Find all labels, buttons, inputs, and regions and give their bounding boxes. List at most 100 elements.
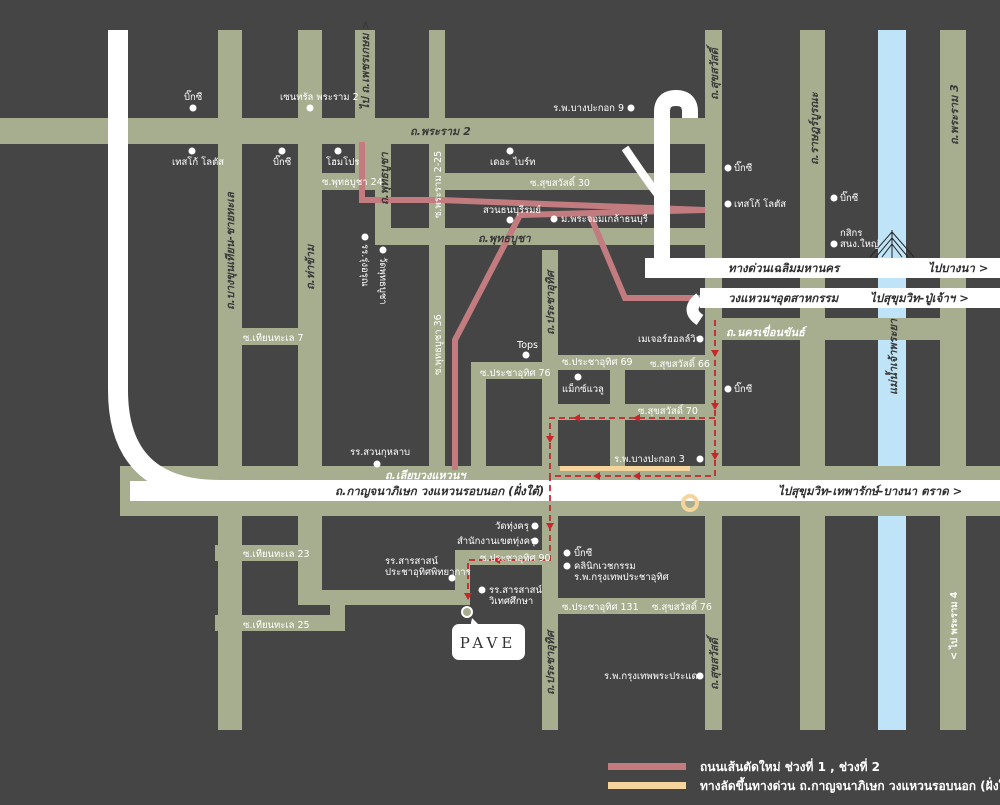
new-road-segment-2 [452, 207, 706, 470]
chao-phraya-river [878, 30, 906, 730]
arrow-down-icon [711, 403, 719, 410]
points-of-interest: บิ๊กซี เซนทรัล พระราม 2 ร.พ.บางปะกอก 9 เ… [172, 89, 879, 682]
poi-label: วัดทุ่งครุ [495, 521, 529, 532]
new-road-segment-1 [359, 142, 706, 213]
label-phutthabucha-h: ถ.พุทธบูชา [478, 232, 532, 246]
legend-label-shortcut: ทางลัดขึ้นทางด่วน ถ.กาญจนาภิเษก วงแหวนรอ… [700, 776, 1000, 793]
route-to-pave [467, 320, 716, 600]
label-bangkhunthian: ถ.บางขุนเทียน-ชายทะเล [224, 191, 238, 310]
label-pracha-uthit-bottom: ถ.ประชาอุทิศ [544, 629, 558, 695]
label-to-sukhumvit-bangna: ไปสุขุมวิท-เทพารักษ์-บางนา ตราด > [778, 484, 962, 499]
label-suksawat-30: ซ.สุขสวัสดิ์ 30 [530, 175, 590, 189]
poi-label: ร.พ.กรุงเทพพระประแดง [604, 671, 702, 682]
arrow-down-icon [711, 350, 719, 357]
poi-label: วิเทศศึกษา [488, 596, 533, 607]
poi-label: ร.พ.บางปะกอก 9 [553, 103, 624, 114]
poi-label: รร.สวนกุหลาบ [350, 447, 410, 458]
shortcut-ramp-icon [681, 494, 699, 512]
road-pracha-uthit-90 [455, 550, 555, 565]
label-suksawat-bottom: ถ.สุขสวัสดิ์ [706, 634, 722, 690]
arrow-down-icon [711, 453, 719, 460]
legend-label-new-road: ถนนเส้นตัดใหม่ ช่วงที่ 1 , ช่วงที่ 2 [700, 758, 880, 774]
road-suksawat [705, 30, 722, 730]
route-arrows [464, 350, 719, 600]
label-to-sukhumvit-pu-chao: ไปสุขุมวิท-ปู่เจ้าฯ > [870, 291, 969, 306]
arrow-down-icon [546, 523, 554, 530]
roads [0, 30, 1000, 730]
label-pracha-uthit-76: ซ.ประชาอุทิศ 76 [480, 368, 551, 379]
label-phutthabucha-v: ถ.พุทธบูชา [378, 151, 392, 205]
pave-label-box [452, 624, 525, 660]
arrow-left-icon [573, 414, 580, 422]
poi-label: เมเจอร์ฮอลล์วิว [638, 333, 701, 345]
poi-label: บิ๊กซี [734, 381, 753, 395]
label-pracha-uthit-top: ถ.ประชาอุทิศ [544, 269, 558, 335]
road-pracha-uthit-76 [471, 362, 551, 379]
poi-label: ประชาอุทิศพิทยาการ [385, 567, 471, 578]
poi-label: เซนทรัล พระราม 2 [280, 92, 359, 103]
poi-label: คลินิกเวชกรรม [574, 561, 636, 572]
label-kanchanaphisek: ถ.กาญจนาภิเษก วงแหวนรอบนอก (ฝั่งใต้) [335, 482, 544, 498]
road-labels: ถ.พระราม 2 ไป ถ.เพชรเกษม > ถ.พุทธบูชา ซ.… [224, 20, 961, 695]
label-to-rama4: < ไป พระราม 4 [948, 591, 960, 660]
expressway-kanchanaphisek [130, 481, 1000, 501]
road-phutthabucha-h [375, 228, 722, 245]
label-suksawat-70: ซ.สุขสวัสดิ์ 70 [638, 403, 698, 417]
poi-label: กสิกร [840, 228, 862, 239]
legend-swatch-shortcut [608, 782, 686, 789]
road-rama3 [940, 30, 966, 730]
expressway-industrial-ring [700, 288, 1000, 308]
expressway-ramp-2 [686, 293, 704, 325]
poi-label: บิ๊กซี [734, 160, 753, 174]
poi-label: บิ๊กซี [184, 89, 203, 103]
label-phutthabucha-36: ซ.พุทธบูชา 36 [433, 314, 444, 375]
road-suksawat-70 [545, 404, 722, 420]
arrow-left-icon [493, 556, 500, 564]
expressway-chaloem [645, 258, 1000, 278]
poi-label: Tops [516, 340, 538, 351]
poi-label: แม็กซ์แวลู [562, 382, 604, 395]
label-thakham: ถ.ท่าข้าม [304, 243, 317, 290]
road-ratburana [800, 30, 825, 730]
poi-label: สนง.ใหญ่ [840, 238, 879, 250]
road-thakham [298, 30, 322, 605]
arrow-down-icon [546, 436, 554, 443]
road-rama2-25 [429, 30, 445, 482]
road-soi-v1 [471, 362, 486, 482]
poi-label: เดอะ ไบร์ท [490, 156, 535, 168]
road-thianthale-23 [215, 545, 305, 561]
expressway-ramp [621, 145, 666, 203]
label-thianthale-23: ซ.เทียนทะเล 23 [243, 548, 310, 560]
poi-label: สำนักงานเขตทุ่งครุ [457, 536, 535, 547]
label-ratburana: ถ.ราษฎร์บูรณะ [808, 91, 822, 165]
label-river: แม่น้ำเจ้าพระยา [885, 318, 900, 395]
road-soi-h1 [300, 590, 470, 605]
poi-label: ร.พ.กรุงเทพประชาอุทิศ [574, 572, 669, 583]
label-industrial-ring: วงแหวนฯอุตสาหกรรม [728, 291, 840, 306]
arrow-left-icon [593, 472, 600, 480]
poi-label: โฮมโปร [326, 156, 359, 168]
pave-destination-marker[interactable]: PAVE [452, 606, 525, 660]
poi-label: วัดพุทธบูชา [377, 257, 388, 305]
arrow-left-icon [633, 414, 640, 422]
location-pin-icon [461, 606, 473, 618]
new-road-segment-3 [587, 213, 705, 301]
label-rama3: ถ.พระราม 3 [948, 84, 961, 145]
poi-label: สวนธนบุรีรมย์ [483, 204, 541, 216]
poi-label: ม.พระจอมเกล้าธนบุรี [561, 213, 648, 225]
label-phutthabucha-24: ซ.พุทธบูชา 24 [322, 177, 383, 188]
road-thianthale-25 [215, 615, 345, 631]
label-pracha-uthit-90: ซ.ประชาอุทิศ 90 [480, 553, 551, 564]
label-liap-wongwaen: ถ.เลียบวงแหวนฯ [385, 469, 467, 482]
poi-label: รร.รุ่งอรุณ [359, 244, 370, 287]
label-pracha-uthit-131: ซ.ประชาอุทิศ 131 [562, 602, 639, 613]
label-to-bangna: ไปบางนา > [928, 261, 988, 275]
poi-label: ร.พ.บางปะกอก 3 [614, 454, 685, 465]
expressway-loop [654, 89, 698, 268]
shortcut-line [560, 466, 690, 471]
road-phutthabucha-v [375, 142, 391, 245]
label-suksawat-top: ถ.สุขสวัสดิ์ [706, 44, 722, 100]
road-suksawat-66 [545, 355, 722, 370]
label-thianthale-7: ซ.เทียนทะเล 7 [243, 332, 304, 344]
